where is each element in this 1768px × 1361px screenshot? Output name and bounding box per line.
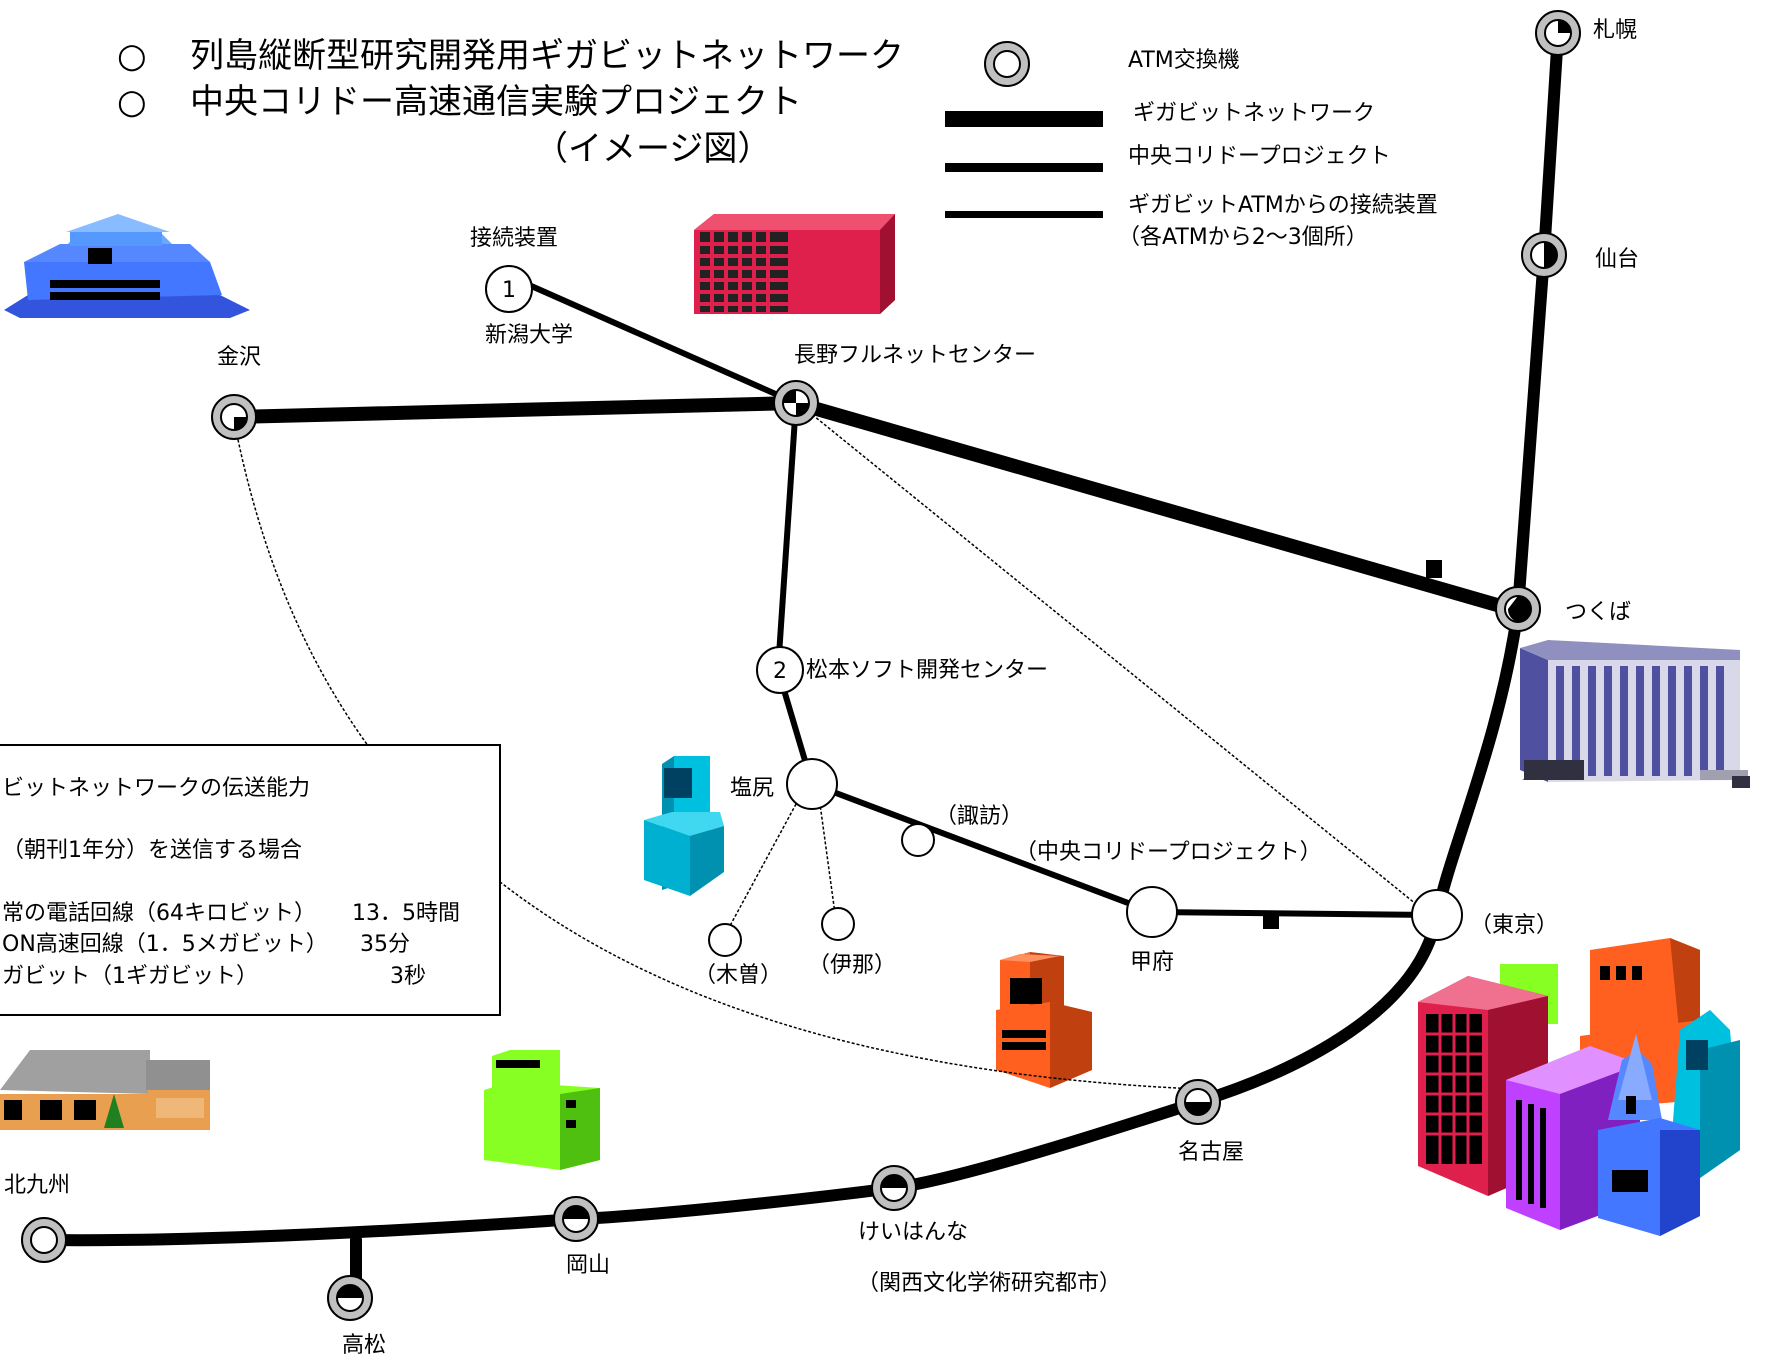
kanazawa-building-icon xyxy=(4,214,250,318)
atm-nodes xyxy=(21,10,1581,1321)
corridor-lines xyxy=(527,282,1438,918)
legend-gigabit-label: ギガビットネットワーク xyxy=(1133,101,1375,126)
atm-node-keihanna xyxy=(871,1165,917,1211)
legend-corridor-line xyxy=(945,163,1103,172)
info-row-value-3: 3秒 xyxy=(390,964,426,989)
label-sendai: 仙台 xyxy=(1595,247,1639,272)
label-suwa: （諏訪） xyxy=(935,804,1023,829)
atm-node-sendai xyxy=(1521,232,1567,278)
title-bullet-2: ○ xyxy=(117,82,147,122)
label-corridor-project: （中央コリドープロジェクト） xyxy=(1015,840,1322,865)
label-okayama: 岡山 xyxy=(566,1253,610,1278)
atm-node-takamatsu xyxy=(327,1275,373,1321)
title-line-2: 中央コリドー高速通信実験プロジェクト xyxy=(190,82,802,122)
title-subtitle: （イメージ図） xyxy=(534,129,771,169)
transmission-info-box: ビットネットワークの伝送能力 （朝刊1年分）を送信する場合 常の電話回線（64キ… xyxy=(0,744,501,1016)
node-suwa xyxy=(901,823,935,857)
node-kofu xyxy=(1126,886,1178,938)
label-kiso: （木曽） xyxy=(694,963,782,988)
node-ina xyxy=(821,907,855,941)
label-connector: 接続装置 xyxy=(470,226,558,251)
tokyo-buildings-icon xyxy=(1418,938,1740,1236)
legend-connector-label-2: （各ATMから2～3個所） xyxy=(1118,225,1368,250)
atm-node-tsukuba xyxy=(1495,586,1541,632)
label-takamatsu: 高松 xyxy=(342,1333,386,1358)
shiojiri-building-icon xyxy=(644,756,724,896)
label-kanazawa: 金沢 xyxy=(217,345,261,370)
okayama-building-icon xyxy=(484,1050,600,1170)
label-sapporo: 札幌 xyxy=(1593,18,1637,43)
label-tsukuba: つくば xyxy=(1565,600,1631,625)
connector-nodes xyxy=(485,265,1463,957)
legend-connector-line xyxy=(945,211,1103,218)
legend: ATM交換機 ギガビットネットワーク 中央コリドープロジェクト ギガビットATM… xyxy=(945,41,1438,250)
node-matsumoto xyxy=(756,646,804,694)
title-bullet-1: ○ xyxy=(117,36,147,76)
label-tokyo: （東京） xyxy=(1470,913,1558,938)
title-line-1: 列島縦断型研究開発用ギガビットネットワーク xyxy=(190,36,904,76)
legend-gigabit-line xyxy=(945,111,1103,127)
node-shiojiri xyxy=(786,758,838,810)
node-number-niigata: 1 xyxy=(502,278,516,303)
label-kansai: （関西文化学術研究都市） xyxy=(857,1271,1121,1296)
legend-corridor-label: 中央コリドープロジェクト xyxy=(1128,144,1391,169)
gigabit-lines xyxy=(38,27,1564,1296)
info-row-label-3: ガビット（1ギガビット） xyxy=(2,964,258,989)
info-box-heading: ビットネットワークの伝送能力 xyxy=(2,776,310,801)
legend-atm-label: ATM交換機 xyxy=(1128,48,1240,73)
tsukuba-building-icon xyxy=(1520,640,1750,788)
atm-node-nagano xyxy=(773,380,819,426)
kofu-building-icon xyxy=(996,952,1092,1088)
label-nagano: 長野フルネットセンター xyxy=(794,343,1036,368)
kitakyushu-house-icon xyxy=(0,1050,210,1130)
info-box-subheading: （朝刊1年分）を送信する場合 xyxy=(2,838,302,863)
label-ina: （伊那） xyxy=(808,953,896,978)
atm-node-kitakyushu xyxy=(21,1217,67,1263)
atm-node-sapporo xyxy=(1535,10,1581,56)
node-tokyo xyxy=(1411,889,1463,941)
atm-node-okayama xyxy=(553,1196,599,1242)
label-kofu: 甲府 xyxy=(1130,950,1174,975)
info-row-label-2: ON高速回線（1．5メガビット） xyxy=(2,932,328,957)
legend-atm-icon xyxy=(984,41,1030,87)
legend-connector-label-1: ギガビットATMからの接続装置 xyxy=(1128,193,1438,218)
label-niigata: 新潟大学 xyxy=(485,323,573,348)
atm-node-kanazawa xyxy=(211,394,257,440)
info-row-value-1: 13．5時間 xyxy=(352,901,460,926)
info-row-value-2: 35分 xyxy=(360,932,410,957)
label-kitakyushu: 北九州 xyxy=(4,1173,70,1198)
label-keihanna: けいはんな xyxy=(858,1220,968,1245)
info-row-label-1: 常の電話回線（64キロビット） xyxy=(2,901,316,926)
node-kiso xyxy=(708,923,742,957)
label-nagoya: 名古屋 xyxy=(1178,1140,1244,1165)
atm-node-nagoya xyxy=(1175,1079,1221,1125)
connector-lines xyxy=(233,398,1428,1090)
label-shiojiri: 塩尻 xyxy=(730,776,774,801)
node-niigata xyxy=(485,265,533,313)
node-number-matsumoto: 2 xyxy=(773,659,787,684)
nagano-building-icon xyxy=(694,214,895,314)
label-matsumoto: 松本ソフト開発センター xyxy=(806,658,1048,683)
